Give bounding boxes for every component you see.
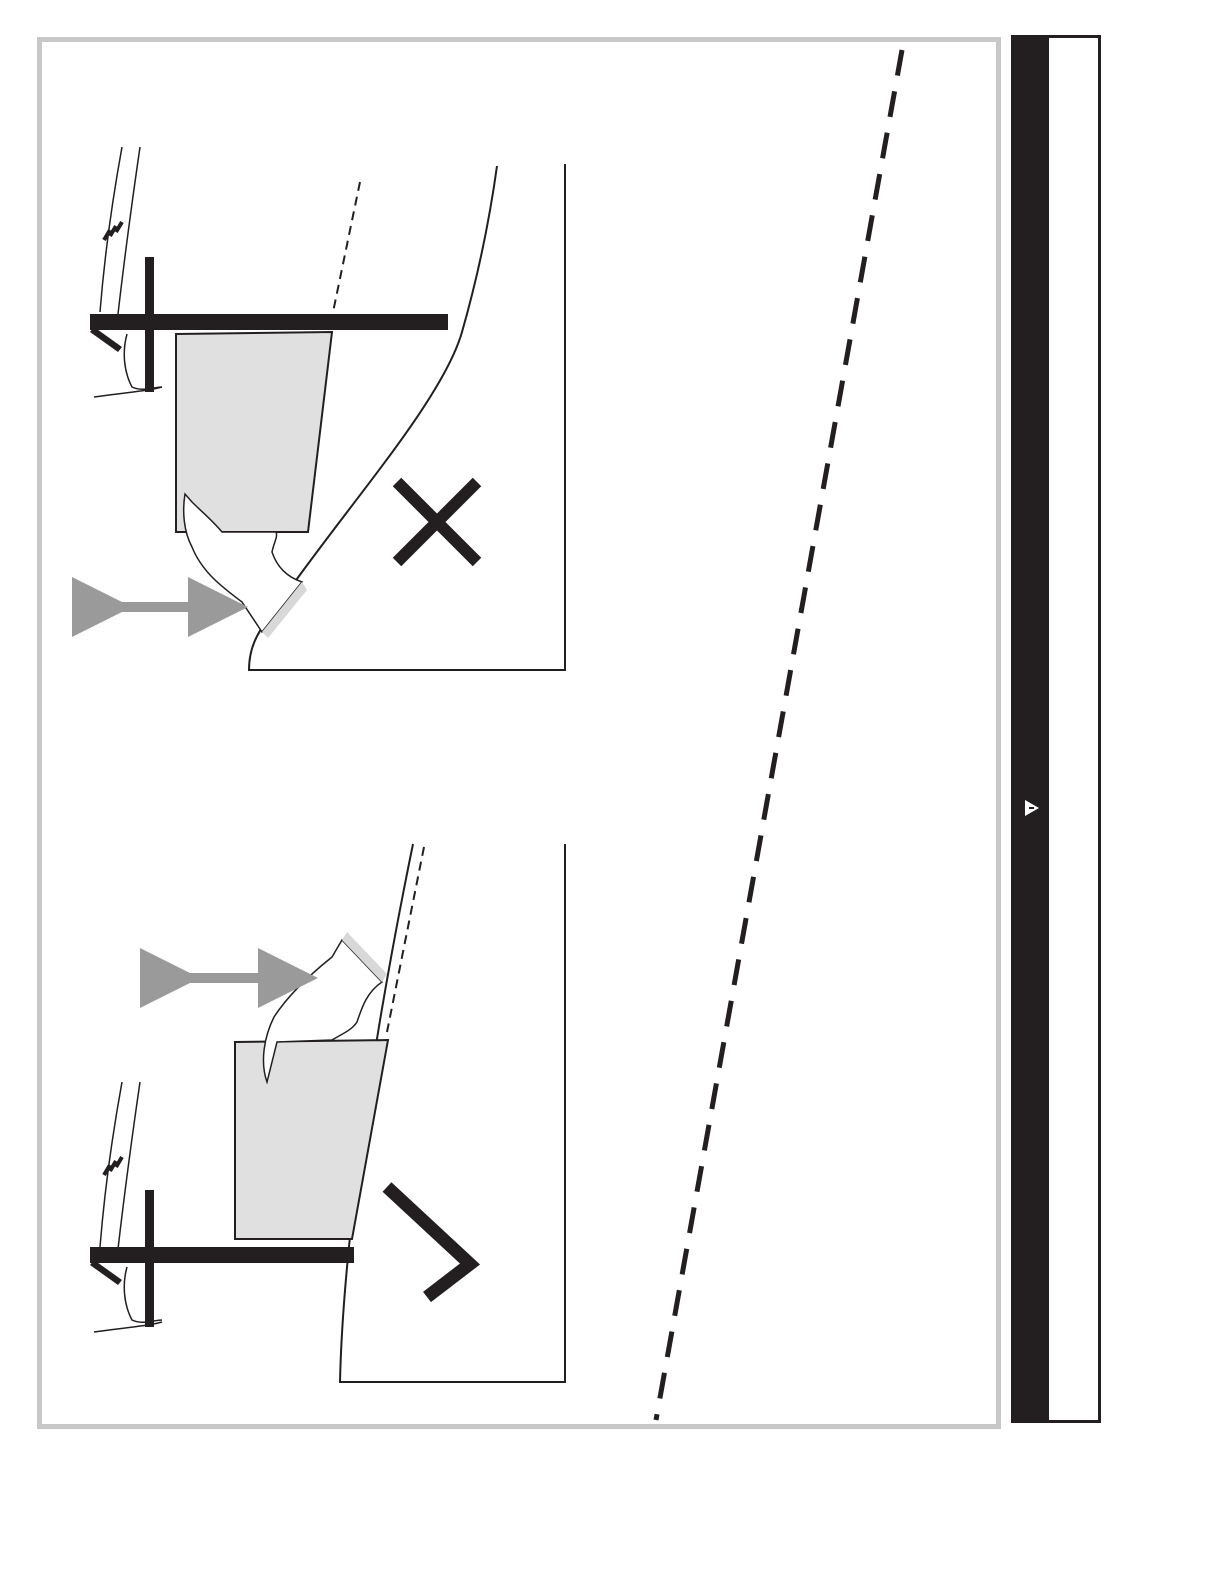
pole-insulators (104, 1157, 122, 1175)
pole-post (145, 1190, 154, 1327)
illustration-canvas (42, 42, 996, 1424)
pole-bracket (90, 327, 122, 352)
side-banner (1011, 35, 1101, 1423)
cross-icon (397, 482, 477, 562)
pole-cable (124, 1267, 162, 1322)
illustration-frame (37, 37, 1001, 1429)
check-icon (387, 1187, 470, 1297)
fold-dashed-line (656, 50, 902, 1420)
pole-cable (124, 334, 162, 389)
panel-correct (90, 844, 565, 1382)
warning-triangle-icon (1023, 798, 1041, 818)
paper-sheet (235, 1040, 388, 1239)
pole-crossbar (90, 314, 448, 330)
panel-incorrect (90, 147, 565, 670)
pole-post (145, 257, 154, 392)
pole-bracket (90, 1260, 122, 1285)
pole-crossbar (90, 1247, 354, 1263)
side-banner-title (1050, 38, 1101, 1420)
board-dashed-edge (387, 847, 424, 1032)
side-banner-bar (1014, 38, 1049, 1420)
board-dashed-edge (332, 182, 360, 317)
pole-insulators (104, 222, 122, 240)
paper-sheet (176, 332, 332, 532)
